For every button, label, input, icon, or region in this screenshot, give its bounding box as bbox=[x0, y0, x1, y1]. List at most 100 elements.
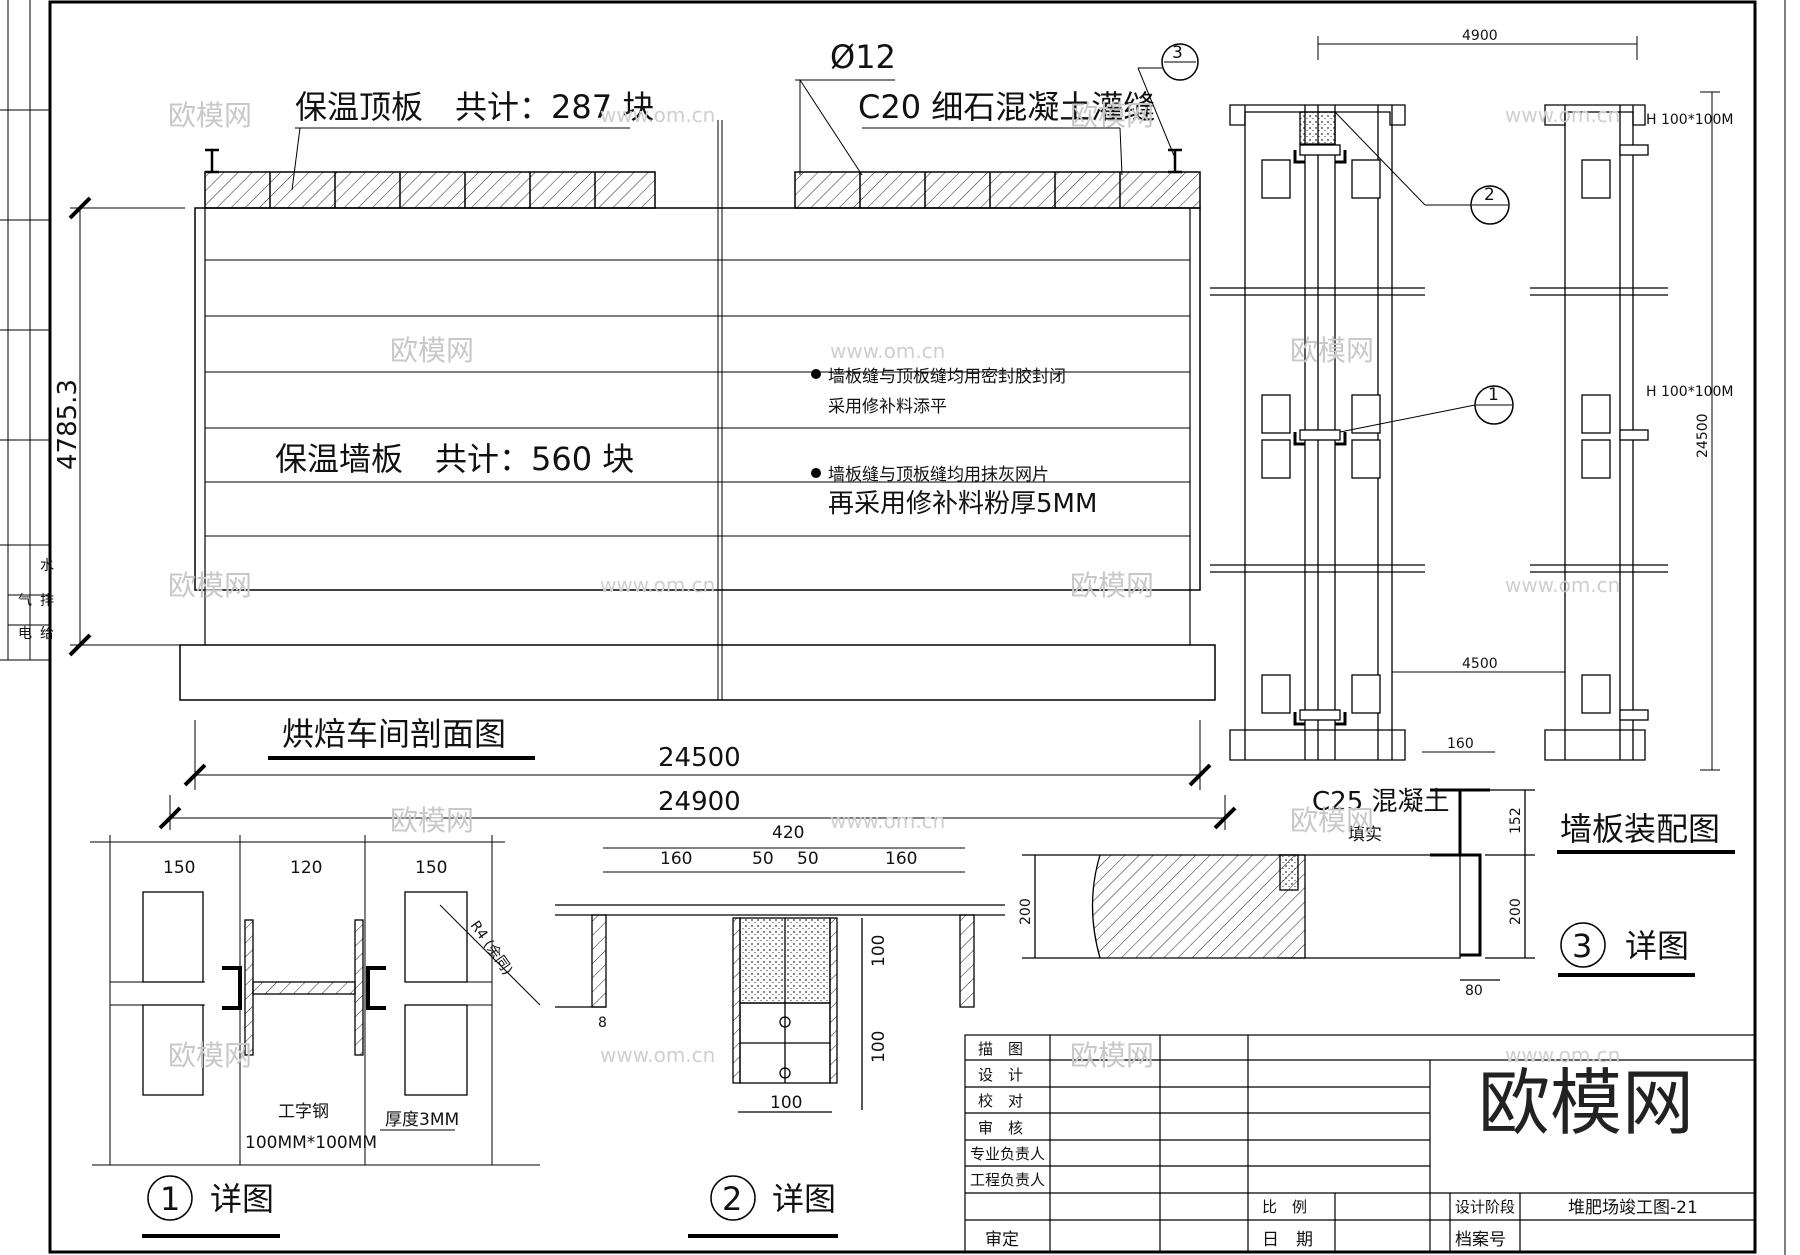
watermark-logo-4: 欧模网 bbox=[1290, 334, 1374, 367]
detail2-v2: 100 bbox=[869, 1031, 889, 1063]
watermark-logo-9: 欧模网 bbox=[168, 1039, 252, 1072]
note-line-3: 墙板缝与顶板缝均用抹灰网片 bbox=[828, 465, 1049, 485]
grout-label: C20 细石混凝土灌缝 bbox=[858, 88, 1155, 126]
detail-2: 420 160 50 50 160 100 100 100 8 2 详图 bbox=[555, 823, 1005, 1238]
watermark-logo-8: 欧模网 bbox=[1290, 804, 1374, 837]
assembly-height-dim: 24500 bbox=[1695, 413, 1711, 458]
detail3-h1: 152 bbox=[1508, 807, 1524, 834]
detail2-side: 8 bbox=[598, 1015, 607, 1031]
tb-archive: 档案号 bbox=[1455, 1230, 1506, 1250]
detail2-dim-d: 160 bbox=[885, 849, 917, 869]
detail1-num: 1 bbox=[160, 1180, 180, 1218]
margin-label-2: 排 bbox=[40, 593, 54, 609]
detail1-dim-c: 150 bbox=[415, 858, 447, 878]
detail2-v1: 100 bbox=[869, 935, 889, 967]
detail2-dim-a: 160 bbox=[660, 849, 692, 869]
note-line-4: 再采用修补料粉厚5MM bbox=[828, 489, 1097, 519]
detail1-dim-b: 120 bbox=[290, 858, 322, 878]
tb-row-3: 校 对 bbox=[978, 1092, 1023, 1110]
tb-drawing-no: 堆肥场竣工图-21 bbox=[1568, 1198, 1698, 1218]
detail3-concrete: C25 混凝土 bbox=[1312, 787, 1450, 817]
detail3-left-h: 200 bbox=[1018, 898, 1034, 925]
roof-ibeam-left bbox=[205, 148, 219, 174]
detail2-num-circle bbox=[710, 1175, 756, 1221]
margin-label-5: 电 bbox=[18, 626, 32, 642]
watermark-url-3: www.om.cn bbox=[830, 339, 945, 363]
callout-2-num: 2 bbox=[1484, 185, 1495, 205]
callout-3-num: 3 bbox=[1172, 43, 1183, 63]
title-block: 描 图 设 计 校 对 审 核 专业负责人 工程负责人 审定 比 例 日 期 设… bbox=[964, 1034, 1756, 1253]
detail1-num-circle bbox=[147, 1175, 193, 1221]
rebar-label: Ø12 bbox=[830, 38, 896, 76]
margin-label-3: 给 bbox=[40, 626, 54, 642]
watermark-logo-7: 欧模网 bbox=[390, 804, 474, 837]
note-bullet-2 bbox=[811, 468, 821, 478]
roof-panel-label: 保温顶板 共计：287 块 bbox=[295, 88, 654, 126]
detail2-dim-c: 50 bbox=[797, 849, 819, 869]
watermark-url-9: www.om.cn bbox=[600, 1043, 715, 1067]
left-margin-strip: 水 排 给 气 电 bbox=[0, 0, 54, 661]
detail2-bottom: 100 bbox=[770, 1093, 802, 1113]
brand-logo: 欧模网 bbox=[1478, 1061, 1694, 1145]
tb-row-4: 审 核 bbox=[978, 1119, 1023, 1137]
section-dim-inner: 24500 bbox=[658, 743, 741, 773]
assembly-h-label-top: H 100*100M bbox=[1646, 112, 1734, 128]
detail2-title: 详图 bbox=[772, 1180, 836, 1218]
detail-3: 160 200 152 200 80 C25 混凝土 填实 3 详图 bbox=[1018, 736, 1695, 999]
detail3-fill: 填实 bbox=[1348, 825, 1382, 845]
tb-row-2: 设 计 bbox=[978, 1066, 1023, 1084]
tb-row-6: 工程负责人 bbox=[970, 1171, 1045, 1189]
watermark-url-6: www.om.cn bbox=[1505, 573, 1620, 597]
detail2-dim-b: 50 bbox=[752, 849, 774, 869]
watermark-url-1: www.om.cn bbox=[600, 103, 715, 127]
detail1-radius: R4 (余同) bbox=[467, 918, 516, 979]
roof-ibeam-right bbox=[1168, 148, 1182, 174]
section-height-dim: 4785.3 bbox=[53, 379, 83, 470]
assembly-h-label-mid: H 100*100M bbox=[1646, 384, 1734, 400]
tb-approve: 审定 bbox=[985, 1230, 1019, 1250]
watermark-url-2: www.om.cn bbox=[1505, 103, 1620, 127]
tb-scale: 比 例 bbox=[1262, 1198, 1307, 1216]
note-line-1: 墙板缝与顶板缝均用密封胶封闭 bbox=[828, 367, 1066, 387]
detail3-title: 详图 bbox=[1625, 927, 1689, 965]
detail-1: 150 120 150 R4 (余同) 工字钢 100MM*100MM 厚度3M… bbox=[90, 835, 541, 1238]
note-bullet-1 bbox=[811, 369, 821, 379]
section-dim-outer: 24900 bbox=[658, 787, 741, 817]
section-view: 4785.3 24500 24900 保温顶板 共计：287 块 保温墙板 共计… bbox=[53, 38, 1237, 830]
wall-panel-body bbox=[194, 207, 1201, 591]
roof-panel-right bbox=[794, 171, 1201, 209]
margin-label-1: 水 bbox=[40, 558, 54, 574]
watermark-logo-6: 欧模网 bbox=[1070, 569, 1154, 602]
roof-panel-left bbox=[204, 171, 656, 209]
callout-1-num: 1 bbox=[1488, 385, 1499, 405]
detail1-steel-name: 工字钢 bbox=[278, 1102, 329, 1122]
detail2-total: 420 bbox=[772, 823, 804, 843]
detail1-title: 详图 bbox=[210, 1180, 274, 1218]
assembly-mid-dim: 4500 bbox=[1462, 656, 1498, 672]
section-title: 烘焙车间剖面图 bbox=[282, 715, 506, 753]
callout-3-circle bbox=[1161, 43, 1199, 81]
wall-assembly-view: 4900 bbox=[1210, 28, 1735, 854]
assembly-top-dim: 4900 bbox=[1462, 28, 1498, 44]
wall-panel-label: 保温墙板 共计：560 块 bbox=[275, 440, 634, 478]
watermark-url-10: www.om.cn bbox=[1505, 1043, 1620, 1067]
detail2-num: 2 bbox=[722, 1180, 742, 1218]
detail3-num: 3 bbox=[1572, 927, 1592, 965]
watermark-url-7: www.om.cn bbox=[830, 809, 945, 833]
detail1-thickness: 厚度3MM bbox=[385, 1110, 459, 1130]
detail3-top: 160 bbox=[1447, 736, 1474, 752]
tb-row-5: 专业负责人 bbox=[970, 1145, 1045, 1163]
detail3-h2: 200 bbox=[1508, 898, 1524, 925]
assembly-title: 墙板装配图 bbox=[1560, 810, 1720, 848]
tb-date: 日 期 bbox=[1262, 1230, 1313, 1250]
watermark-logo-5: 欧模网 bbox=[168, 569, 252, 602]
detail1-steel-size: 100MM*100MM bbox=[245, 1133, 377, 1153]
watermark-logo-2: 欧模网 bbox=[1070, 99, 1154, 132]
watermark-logo-1: 欧模网 bbox=[168, 99, 252, 132]
detail3-num-circle bbox=[1560, 922, 1606, 968]
watermarks: 欧模网 www.om.cn 欧模网 www.om.cn 欧模网 www.om.c… bbox=[168, 99, 1620, 1072]
detail1-dim-a: 150 bbox=[163, 858, 195, 878]
detail3-bottom: 80 bbox=[1465, 983, 1483, 999]
note-line-2: 采用修补料添平 bbox=[828, 397, 947, 417]
